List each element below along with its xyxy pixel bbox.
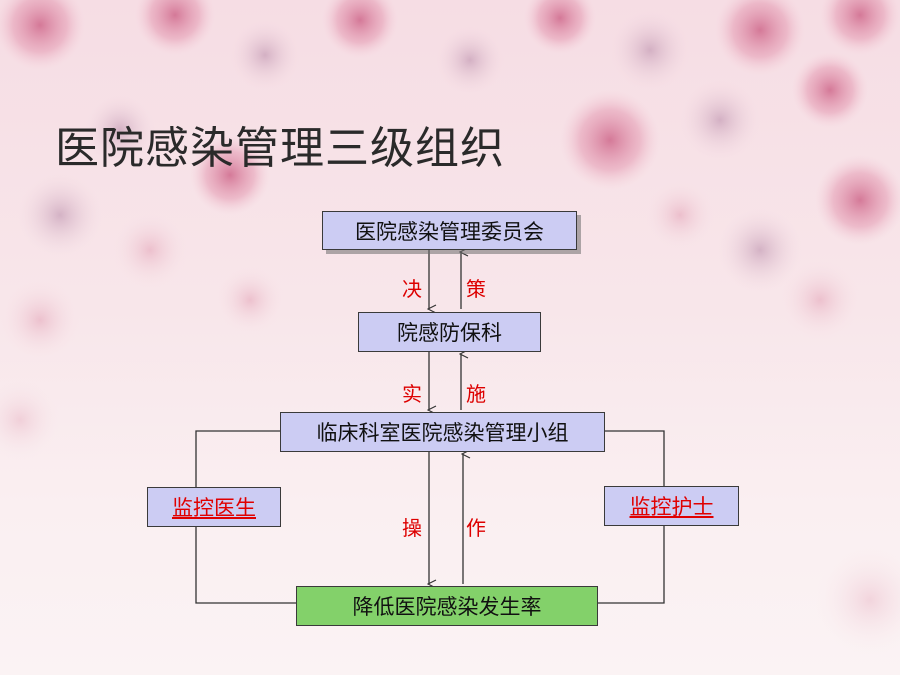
label-cao: 操 (402, 516, 422, 540)
group-label: 临床科室医院感染管理小组 (316, 421, 569, 445)
department-box: 院感防保科 (358, 312, 541, 352)
doctor-box: 监控医生 (147, 487, 281, 527)
nurse-box: 监控护士 (604, 486, 739, 526)
label-shi: 实 (402, 382, 422, 406)
doctor-label: 监控医生 (172, 496, 256, 520)
flower-cluster-mid (0, 52, 900, 360)
committee-box: 医院感染管理委员会 (322, 211, 577, 250)
flower-cluster-low (0, 380, 900, 655)
label-shi2: 施 (466, 382, 486, 406)
page-title: 医院感染管理三级组织 (55, 123, 505, 174)
goal-label: 降低医院感染发生率 (352, 595, 542, 619)
goal-box: 降低医院感染发生率 (296, 586, 598, 626)
group-box: 临床科室医院感染管理小组 (280, 412, 605, 452)
label-zuo: 作 (466, 516, 486, 540)
nurse-label: 监控护士 (629, 495, 714, 519)
label-jue: 决 (402, 277, 422, 301)
department-label: 院感防保科 (397, 321, 502, 345)
committee-label: 医院感染管理委员会 (355, 219, 544, 244)
flower-cluster-top (0, 0, 900, 94)
label-ce: 策 (466, 277, 486, 301)
